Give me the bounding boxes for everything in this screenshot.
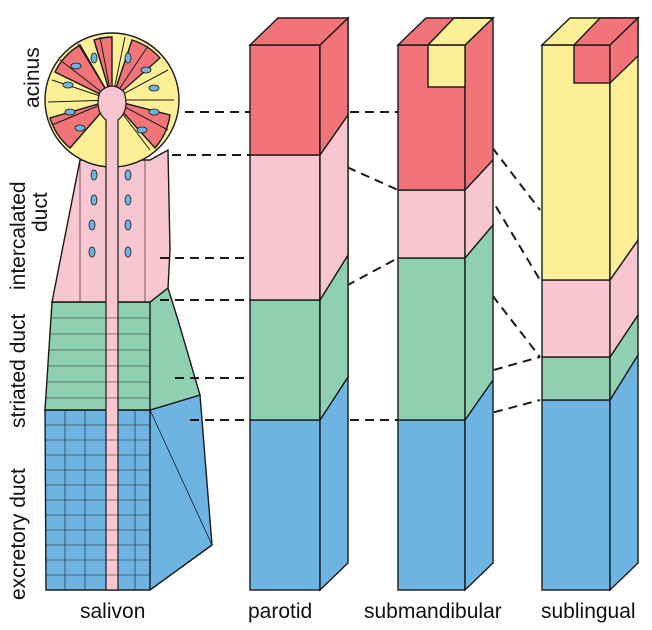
salivon-drawing — [45, 33, 212, 590]
label-salivon: salivon — [80, 600, 145, 624]
parotid-striated — [250, 300, 320, 420]
sublingual-excretory — [542, 400, 610, 590]
label-sublingual: sublingual — [541, 600, 636, 624]
label-striated: striated duct — [8, 314, 30, 428]
label-intercalated-2: duct — [30, 192, 52, 232]
parotid-excretory — [250, 420, 320, 590]
sublingual-column — [542, 18, 638, 590]
sublingual-striated — [542, 357, 610, 400]
label-parotid: parotid — [248, 600, 312, 624]
parotid-column — [250, 18, 348, 590]
label-excretory: excretory duct — [8, 468, 30, 600]
parotid-intercalated — [250, 155, 320, 300]
sublingual-intercalated — [542, 280, 610, 357]
submandibular-column — [398, 18, 493, 590]
submandibular-intercalated — [398, 190, 465, 258]
salivon-excretory-duct — [45, 395, 212, 590]
submandibular-excretory — [398, 420, 465, 590]
salivon-striated-duct — [45, 288, 200, 410]
parotid-acinus — [250, 45, 320, 155]
label-acinus: acinus — [22, 47, 44, 108]
label-intercalated-1: intercalated — [8, 181, 30, 290]
label-submandibular: submandibular — [364, 600, 502, 624]
submandibular-striated — [398, 258, 465, 420]
